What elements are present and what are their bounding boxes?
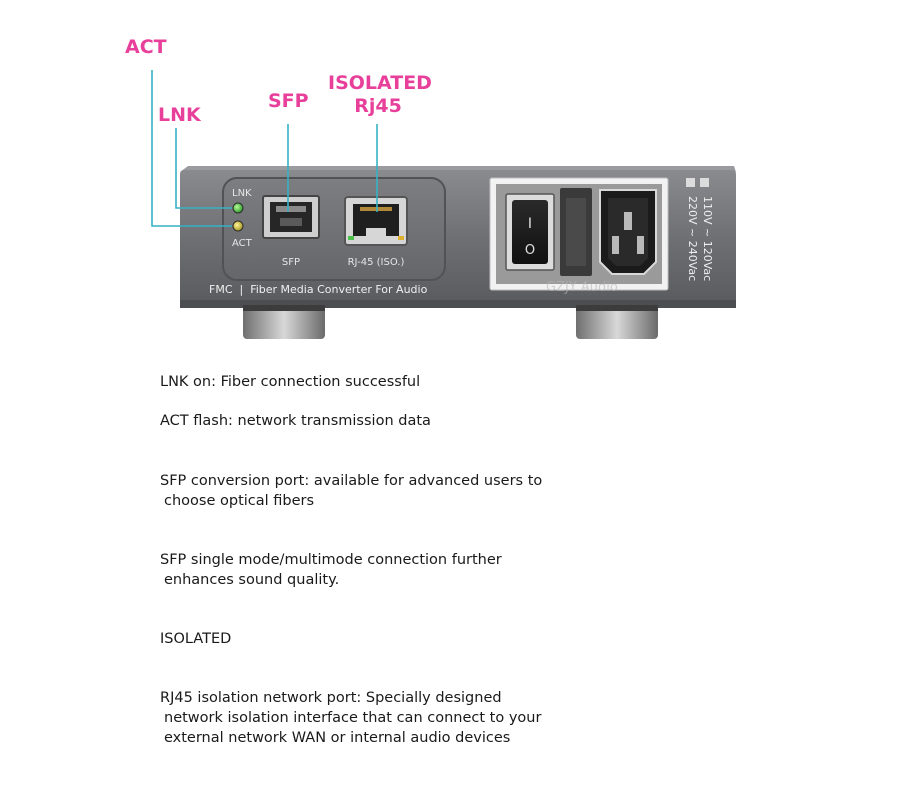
desc-rj45-line3: external network WAN or internal audio d… [164,730,511,746]
iec-pin-live [612,236,619,254]
rj45-led-right [398,236,404,240]
desc-rj45-line1: RJ45 isolation network port: Specially d… [160,690,502,706]
desc-lnk: LNK on: Fiber connection successful [160,372,720,392]
rj45-led-left [348,236,354,240]
voltage-indicator-1 [686,178,695,187]
desc-mode-line1: SFP single mode/multimode connection fur… [160,552,502,568]
callout-isolated-rj45: ISOLATED Rj45 [328,72,432,118]
led-lnk-label: LNK [232,188,252,199]
power-switch-on-symbol: I [528,216,532,232]
sfp-port-label: SFP [282,257,300,268]
callout-line-act [151,70,232,227]
desc-rj45-line2: network isolation interface that can con… [164,710,542,726]
desc-act: ACT flash: network transmission data [160,411,720,431]
foot-right-shadow [576,305,658,311]
foot-right [576,305,658,339]
rj45-port-pins [360,207,392,211]
desc-mode-line2: enhances sound quality. [164,572,340,588]
callout-isolated-line2: Rj45 [354,95,402,117]
callout-lnk: LNK [158,104,201,126]
desc-act-text: ACT flash: network transmission data [160,413,431,429]
fuse-holder-cap [566,198,586,266]
led-lnk [232,202,244,214]
foot-left [243,305,325,339]
foot-left-shadow [243,305,325,311]
power-switch-off-symbol: O [525,243,535,258]
led-act-label: ACT [232,238,253,249]
callout-line-lnk [175,128,232,209]
watermark: GZJY Audio [546,280,618,295]
voltage-label-110: 110V ~ 120Vac [701,196,714,281]
sfp-port-contact [276,206,306,212]
desc-sfp-line1: SFP conversion port: available for advan… [160,473,543,489]
desc-lnk-text: LNK on: Fiber connection successful [160,374,421,390]
voltage-indicator-2 [700,178,709,187]
rj45-port-label: RJ-45 (ISO.) [348,257,405,268]
desc-sfp: SFP conversion port: available for advan… [160,471,720,511]
chassis-bottom-edge [180,300,736,308]
rj45-port-clip [366,228,386,236]
power-switch-rocker [512,200,548,264]
desc-isolated-text: ISOLATED [160,631,232,647]
port-panel [222,177,446,281]
iec-inlet-recess [608,198,648,266]
desc-rj45: RJ45 isolation network port: Specially d… [160,688,720,748]
callout-act: ACT [125,36,167,58]
front-caption: FMC | Fiber Media Converter For Audio [209,283,428,296]
iec-pin-neutral [637,236,644,254]
sfp-port-inner [280,218,302,226]
desc-sfp-line2: choose optical fibers [164,493,315,509]
led-act [232,220,244,232]
desc-mode: SFP single mode/multimode connection fur… [160,550,720,590]
voltage-label-220: 220V ~ 240Vac [686,196,699,281]
callout-sfp: SFP [268,90,309,112]
iec-pin-earth [624,212,632,230]
media-converter-device: LNK ACT SFP RJ-45 (ISO.) FMC | Fiber Med… [151,70,736,339]
desc-isolated: ISOLATED [160,629,720,649]
callout-isolated-line1: ISOLATED [328,72,432,94]
